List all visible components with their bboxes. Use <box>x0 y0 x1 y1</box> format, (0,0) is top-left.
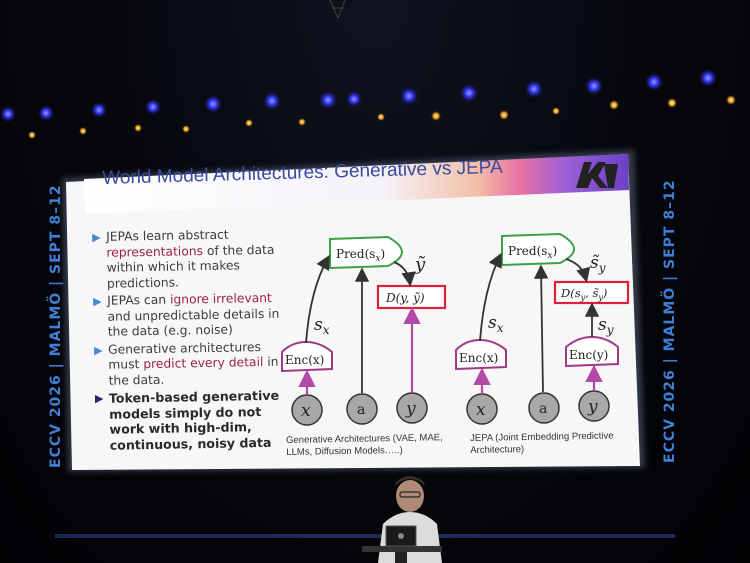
bullet-item: ▶ JEPAs can ignore irrelevant and unpredi… <box>93 290 294 340</box>
bullet-triangle-icon: ▶ <box>93 343 103 357</box>
gen-node-x-label: x <box>301 401 311 421</box>
generative-diagram <box>281 235 447 426</box>
bullet-triangle-icon: ▶ <box>93 294 102 308</box>
gen-pred-box <box>329 235 404 270</box>
truss-rig <box>329 0 346 19</box>
stage-foreground <box>55 476 675 563</box>
gen-node-y <box>396 392 428 424</box>
gen-pred-label: Pred(sx) <box>336 247 385 264</box>
jepa-node-y <box>578 390 610 422</box>
gen-ytilde-label: ỹ <box>414 254 426 275</box>
gen-node-a <box>346 393 378 425</box>
jepa-enc-x-label: Enc(x) <box>459 351 498 365</box>
stage-floor-line <box>55 534 675 538</box>
gen-node-y-label: y <box>405 399 416 419</box>
jepa-pred-box <box>501 232 576 267</box>
jepa-sy-label: sy <box>598 315 614 337</box>
meta-ai-logo-icon <box>576 162 618 188</box>
gen-dist-label: D(y, ỹ) <box>385 291 425 305</box>
jepa-sx-label: sx <box>488 313 504 335</box>
stage-lights <box>0 0 736 139</box>
amber-stage-lights <box>28 95 736 139</box>
left-event-banner: ECCV 2026 | MALMÖ | SEPT 8–12 <box>48 184 64 468</box>
gen-node-x <box>291 394 323 426</box>
bullet-item: ▶JEPAs learn abstract representations of… <box>92 227 293 292</box>
gen-sx-label: sx <box>314 315 330 337</box>
bullet-triangle-icon: ▶ <box>92 230 101 244</box>
jepa-sytilde-label: s̃y <box>590 253 606 275</box>
highlighted-text: ignore irrelevant <box>169 290 272 307</box>
gen-node-a-label: a <box>357 402 365 418</box>
bullet-text: JEPAs can <box>107 292 171 308</box>
highlighted-text: predict every detail <box>143 355 264 372</box>
generative-caption: Generative Architectures (VAE, MAE, LLMs… <box>286 432 443 458</box>
laptop-icon <box>385 525 417 547</box>
lectern <box>362 546 442 563</box>
jepa-node-a-label: a <box>539 401 547 417</box>
highlighted-text: representations <box>106 243 204 260</box>
jepa-node-y-label: y <box>587 397 598 417</box>
jepa-enc-y-label: Enc(y) <box>569 348 608 362</box>
title-band <box>84 154 629 214</box>
jepa-caption: JEPA (Joint Embedding Predictive Archite… <box>470 430 614 456</box>
slide-body <box>66 154 640 470</box>
bullet-text: and unpredictable details in the data (e… <box>107 306 280 339</box>
bullet-item: ▶ Token-based generative models simply do… <box>95 387 296 452</box>
jepa-node-x <box>466 393 498 425</box>
gen-enc-label: Enc(x) <box>285 353 324 367</box>
right-event-banner: ECCV 2026 | MALMÖ | SEPT 8–12 <box>662 179 678 463</box>
jepa-node-a <box>528 392 560 424</box>
bullet-text: JEPAs learn abstract <box>105 227 229 244</box>
jepa-dist-label: D(sy, s̃y) <box>560 286 607 302</box>
blue-stage-lights <box>0 69 717 122</box>
bullet-triangle-icon: ▶ <box>94 391 104 405</box>
jepa-diagram <box>455 232 630 425</box>
jepa-node-x-label: x <box>476 400 486 420</box>
jepa-pred-label: Pred(sx) <box>508 244 557 261</box>
bullet-list: ▶JEPAs learn abstract representations of… <box>92 227 296 455</box>
bullet-text: Token-based generative models simply do … <box>108 387 280 453</box>
bullet-item: ▶Generative architectures must predict e… <box>94 339 295 389</box>
